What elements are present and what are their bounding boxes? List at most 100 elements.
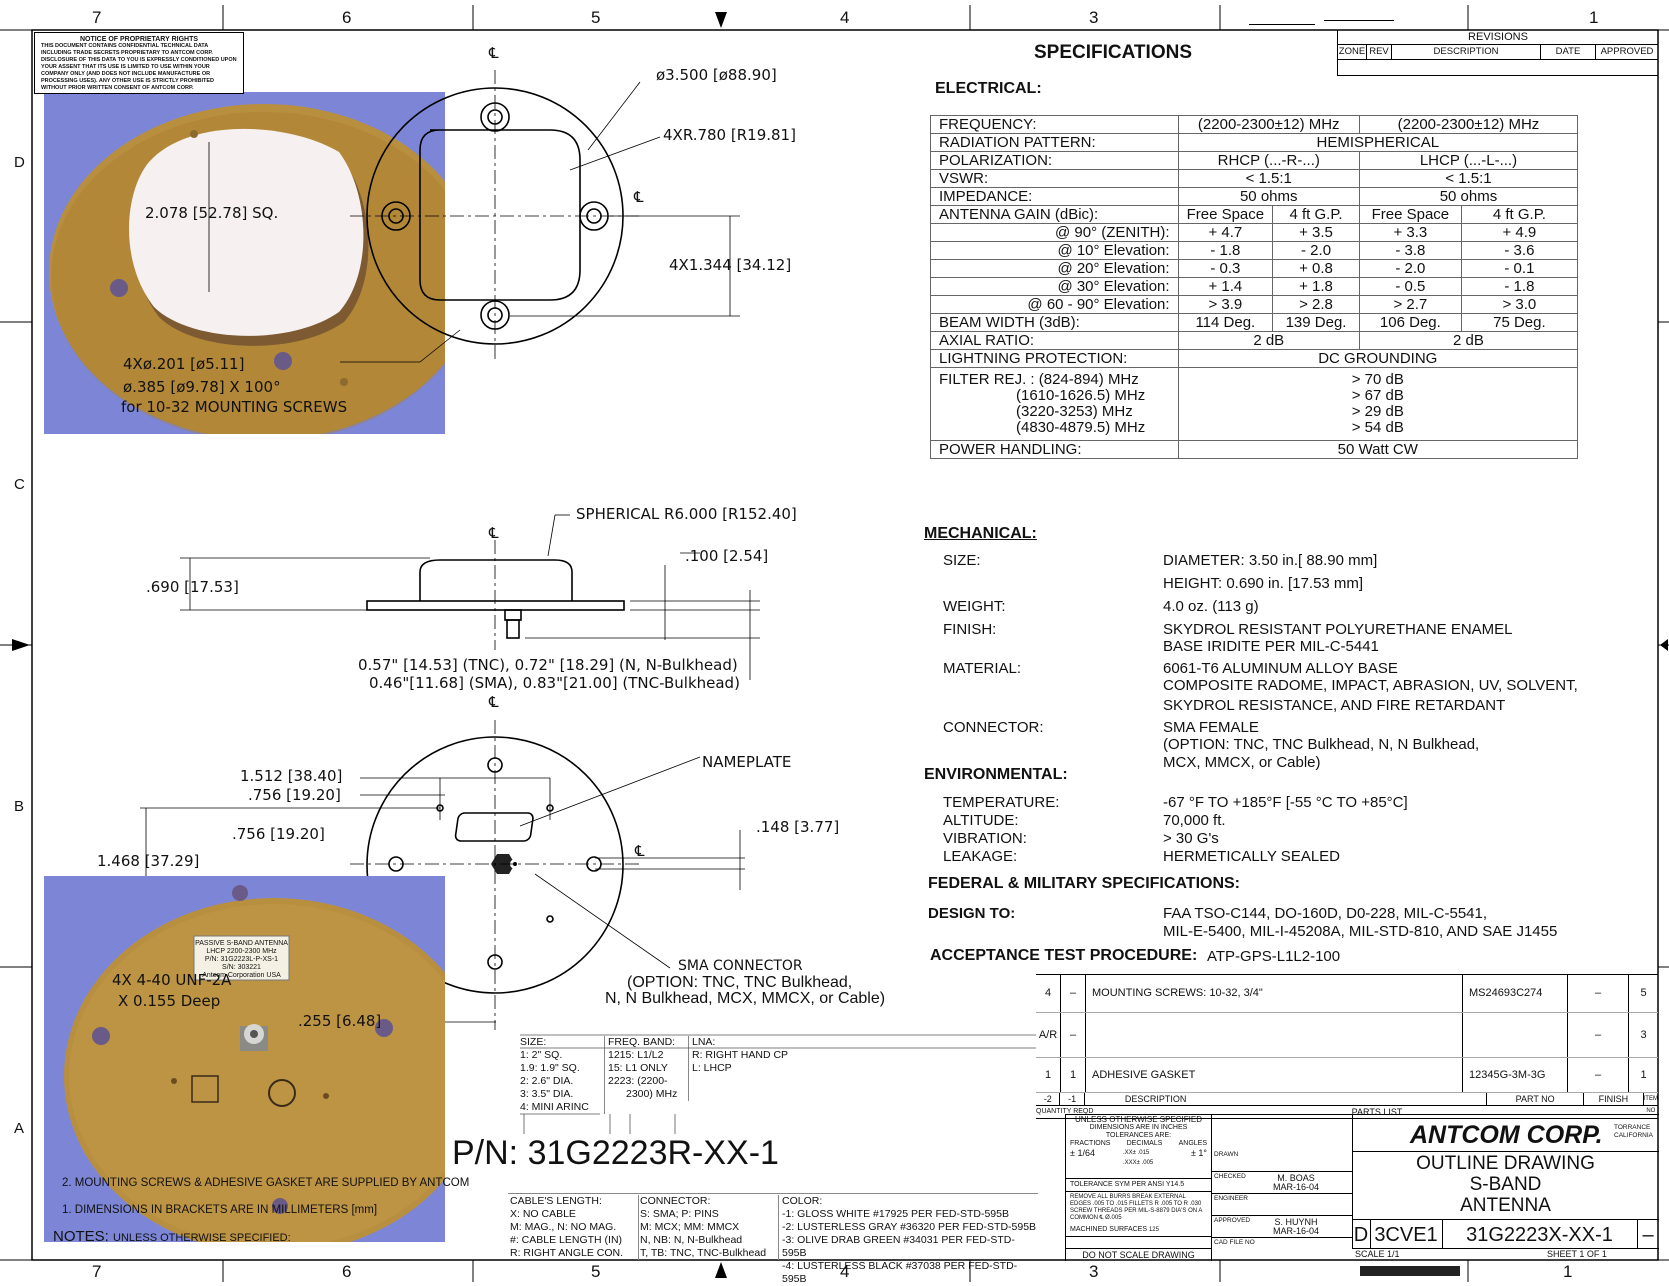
bottom-dim-2: .756 [19.20] [248, 786, 341, 804]
gain-label: @ 60 - 90° Elevation: [930, 295, 1179, 314]
cable-option: R: RIGHT ANGLE CON. [510, 1247, 623, 1259]
top-screws-note: for 10-32 MOUNTING SCREWS [121, 398, 348, 416]
parts-footer: QUANTITY REQD PARTS LIST [1036, 1106, 1658, 1119]
gain-value: - 0.3 [1177, 259, 1274, 278]
zone-col-1: 1 [1589, 8, 1599, 27]
filter-label: (4830-4879.5) MHz [1016, 419, 1146, 436]
spec-label: RADIATION PATTERN: [930, 133, 1179, 152]
spec-label: LIGHTNING PROTECTION: [930, 349, 1179, 368]
spec-label: BEAM WIDTH (3dB): [930, 313, 1179, 332]
parts-head-qty: -2 [1036, 1093, 1061, 1105]
sma-callout-3: N, N Bulkhead, MCX, MMCX, or Cable) [605, 990, 886, 1007]
mech-value: (OPTION: TNC, TNC Bulkhead, N, N Bulkhea… [1163, 736, 1480, 753]
spec-value: 50 Watt CW [1177, 440, 1579, 459]
top-radius-dim: 4XR.780 [R19.81] [663, 126, 796, 144]
bottom-centerline-label-right: ℄ [635, 842, 645, 860]
design-to-line-2: MIL-E-5400, MIL-I-45208A, MIL-STD-810, A… [1163, 923, 1558, 940]
tol-dec-val: .XX± .015 .XXX± .005 [1122, 1150, 1154, 1166]
mech-value: 4.0 oz. (113 g) [1163, 598, 1259, 615]
parts-row: 1 1 ADHESIVE GASKET 12345G-3M-3G – 1 [1036, 1058, 1658, 1093]
conn-head: CONNECTOR: [640, 1195, 711, 1207]
conn-option: T, TB: TNC, TNC-Bulkhead [640, 1247, 767, 1259]
spec-label: AXIAL RATIO: [930, 331, 1179, 350]
gain-value: + 3.3 [1358, 223, 1462, 242]
spec-value: RHCP (...-R-...) [1177, 151, 1360, 170]
size-option: 1: 2" SQ. [520, 1049, 563, 1061]
spec-value: 50 ohms [1177, 187, 1360, 206]
dwg-size: D [1352, 1220, 1371, 1248]
environmental-heading: ENVIRONMENTAL: [924, 766, 1068, 783]
gain-value: + 0.8 [1272, 259, 1360, 278]
gain-row: @ 60 - 90° Elevation:> 3.9> 2.8> 2.7> 3.… [930, 295, 1579, 314]
spec-row-vswr: VSWR:< 1.5:1< 1.5:1 [930, 169, 1579, 188]
mech-label: MATERIAL: [943, 660, 1022, 677]
spec-value: (2200-2300±12) MHz [1358, 115, 1579, 134]
part-qty: – [1061, 1013, 1086, 1057]
rev-col-desc: DESCRIPTION [1392, 45, 1541, 59]
tol-sym: TOLERANCE SYM PER ANSI Y14.5 [1066, 1179, 1211, 1192]
top-centerline-label: ℄ [489, 44, 499, 62]
design-to-label: DESIGN TO: [928, 905, 1016, 922]
design-to-line-1: FAA TSO-C144, DO-160D, D0-228, MIL-C-554… [1163, 905, 1488, 922]
freq-option: 15: L1 ONLY [608, 1062, 668, 1074]
drawing-title-2: S-BAND [1469, 1174, 1542, 1195]
side-centerline-label: ℄ [489, 524, 499, 542]
tol-line: UNLESS OTHERWISE SPECIFIED [1075, 1115, 1202, 1124]
antenna-bottom-photo [44, 876, 445, 1242]
drawing-rev: – [1642, 1224, 1654, 1246]
conn-option: N, NB: N, N-Bulkhead [640, 1234, 743, 1246]
approved-by: S. HUYNH [1274, 1217, 1318, 1227]
tolerance-block: UNLESS OTHERWISE SPECIFIED DIMENSIONS AR… [1066, 1115, 1212, 1261]
size-option: 4: MINI ARINC [520, 1101, 589, 1113]
cad-label: CAD FILE NO [1214, 1239, 1255, 1246]
part-qty: 1 [1036, 1058, 1061, 1092]
drawing-title-3: ANTENNA [1460, 1195, 1551, 1216]
rev-col-rev: REV [1367, 45, 1392, 59]
gain-value: > 3.9 [1177, 295, 1274, 314]
approved-label: APPROVED [1214, 1217, 1251, 1224]
sheet-field [1324, 10, 1394, 21]
nameplate-line-2: LHCP 2200-2300 MHz [206, 948, 277, 955]
mech-label: CONNECTOR: [943, 719, 1044, 736]
lna-options: LNA: R: RIGHT HAND CP L: LHCP [692, 1036, 1032, 1075]
zone-col-6-bottom: 6 [342, 1262, 352, 1281]
zone-col-3: 3 [1089, 8, 1099, 27]
top-holes-dim: 4Xø.201 [ø5.11] [123, 355, 245, 373]
electrical-heading: ELECTRICAL: [935, 80, 1042, 97]
zone-col-5: 5 [591, 8, 601, 27]
spec-value: 50 ohms [1358, 187, 1579, 206]
mech-label: WEIGHT: [943, 598, 1006, 615]
machined-finish: 125 [1148, 1227, 1159, 1233]
revisions-header: ZONE REV DESCRIPTION DATE APPROVED [1338, 45, 1658, 60]
filter-value: > 67 dB [1351, 387, 1404, 404]
gain-label: @ 10° Elevation: [930, 241, 1179, 260]
tol-ang-val: ± 1° [1190, 1148, 1207, 1158]
part-desc: ADHESIVE GASKET [1086, 1058, 1463, 1092]
gain-value: > 2.7 [1358, 295, 1462, 314]
tol-line: TOLERANCES ARE: [1105, 1132, 1172, 1139]
env-label: LEAKAGE: [943, 848, 1018, 865]
cable-options: CABLE'S LENGTH: X: NO CABLE M: MAG., N: … [510, 1195, 639, 1260]
bottom-centerline-label: ℄ [489, 693, 499, 711]
spec-value: < 1.5:1 [1177, 169, 1360, 188]
part-number: P/N: 31G2223R-XX-1 [452, 1134, 779, 1172]
env-label: VIBRATION: [943, 830, 1027, 847]
spec-row-polarization: POLARIZATION:RHCP (...-R-...)LHCP (...-L… [930, 151, 1579, 170]
tap-callout-1: 4X 4-40 UNF-2A [112, 971, 232, 989]
cage-code: 3CVE1 [1370, 1220, 1443, 1248]
drawing-title: OUTLINE DRAWING S-BAND ANTENNA [1352, 1153, 1659, 1216]
tol-angles: ANGLES [1178, 1140, 1207, 1147]
gain-value: - 3.6 [1460, 241, 1579, 260]
specifications-title: SPECIFICATIONS [1034, 42, 1192, 63]
filter-labels: FILTER REJ. : (824-894) MHz (1610-1626.5… [930, 367, 1179, 441]
freq-options: FREQ. BAND: 1215: L1/L2 15: L1 ONLY 2223… [608, 1036, 689, 1101]
dwg-number-row: D 3CVE1 31G2223X-XX-1 – [1352, 1219, 1659, 1249]
gain-value: + 1.4 [1177, 277, 1274, 296]
gain-head: Free Space [1358, 205, 1462, 224]
side-height-dim: .690 [17.53] [146, 578, 239, 596]
nameplate-line-4: S/N: 303221 [222, 964, 261, 971]
size-option: 1.9: 1.9" SQ. [520, 1062, 580, 1074]
filter-label: (3220-3253) MHz [1016, 403, 1133, 420]
